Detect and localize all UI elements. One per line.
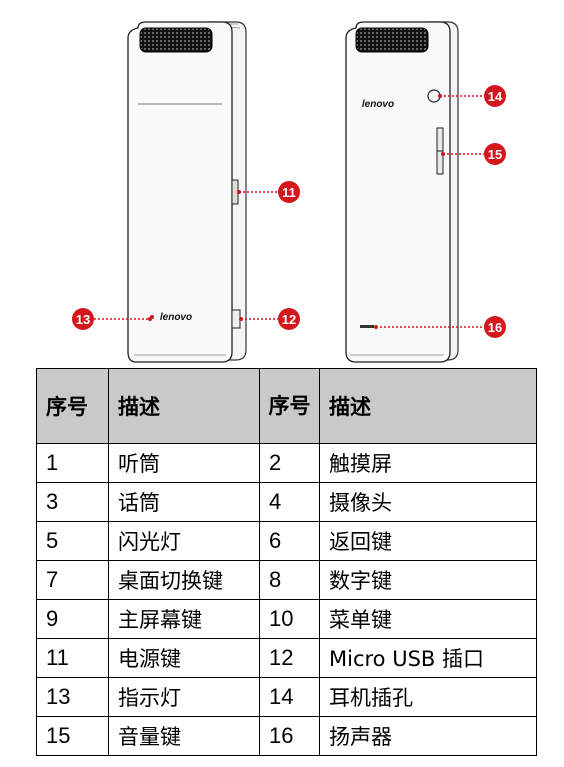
table-row: 15 音量键 16 扬声器 (36, 716, 537, 756)
header-number-2: 序号 (259, 368, 320, 444)
header-description-2: 描述 (319, 368, 537, 444)
row-description: 数字键 (319, 560, 537, 600)
callout-dots (148, 94, 445, 329)
callout-badge-12: 12 (278, 308, 300, 330)
row-description: 听筒 (108, 443, 260, 483)
callout-label-12: 12 (282, 312, 296, 327)
row-description: 返回键 (319, 521, 537, 561)
row-number: 9 (36, 599, 109, 639)
table-row: 13 指示灯 14 耳机插孔 (36, 677, 537, 717)
table-row: 7 桌面切换键 8 数字键 (36, 560, 537, 600)
table-row: 3 话筒 4 摄像头 (36, 482, 537, 522)
callout-label-14: 14 (488, 89, 503, 104)
row-number: 2 (259, 443, 320, 483)
row-number: 4 (259, 482, 320, 522)
header-number: 序号 (36, 368, 109, 444)
row-number: 16 (259, 716, 320, 756)
row-description: 耳机插孔 (319, 677, 537, 717)
right-phone-logo: lenovo (362, 99, 394, 110)
row-description: 摄像头 (319, 482, 537, 522)
callout-badge-13: 13 (72, 308, 94, 330)
row-description: 菜单键 (319, 599, 537, 639)
phone-diagram: lenovo lenovo (72, 21, 506, 363)
row-number: 10 (259, 599, 320, 639)
row-description: 主屏幕键 (108, 599, 260, 639)
row-description: 音量键 (108, 716, 260, 756)
row-description: Micro USB 插口 (319, 638, 537, 678)
row-description: 扬声器 (319, 716, 537, 756)
table-row: 5 闪光灯 6 返回键 (36, 521, 537, 561)
row-description: 话筒 (108, 482, 260, 522)
table-row: 9 主屏幕键 10 菜单键 (36, 599, 537, 639)
row-number: 11 (36, 638, 109, 678)
row-number: 6 (259, 521, 320, 561)
right-phone: lenovo (345, 21, 459, 363)
left-phone-logo: lenovo (160, 312, 192, 323)
callout-label-13: 13 (76, 312, 90, 327)
phone-illustration: lenovo lenovo (0, 0, 564, 370)
row-description: 闪光灯 (108, 521, 260, 561)
table-row: 11 电源键 12 Micro USB 插口 (36, 638, 537, 678)
header-description: 描述 (108, 368, 260, 444)
callout-badge-15: 15 (484, 143, 506, 165)
row-number: 15 (36, 716, 109, 756)
table-header-row: 序号 描述 序号 描述 (36, 368, 537, 444)
row-number: 3 (36, 482, 109, 522)
callout-leaders (94, 95, 484, 328)
row-number: 14 (259, 677, 320, 717)
callout-label-11: 11 (282, 185, 296, 200)
row-number: 12 (259, 638, 320, 678)
row-number: 7 (36, 560, 109, 600)
left-phone: lenovo (127, 21, 247, 363)
callout-badge-11: 11 (278, 181, 300, 203)
row-number: 8 (259, 560, 320, 600)
row-description: 电源键 (108, 638, 260, 678)
row-description: 指示灯 (108, 677, 260, 717)
table-row: 1 听筒 2 触摸屏 (36, 443, 537, 483)
callout-badge-16: 16 (484, 316, 506, 338)
row-description: 触摸屏 (319, 443, 537, 483)
callout-badge-14: 14 (484, 85, 506, 107)
callout-label-16: 16 (488, 320, 502, 335)
row-number: 5 (36, 521, 109, 561)
parts-table: 序号 描述 序号 描述 1 听筒 2 触摸屏 3 话筒 4 摄像头 5 闪光灯 (36, 368, 537, 756)
row-number: 1 (36, 443, 109, 483)
row-number: 13 (36, 677, 109, 717)
row-description: 桌面切换键 (108, 560, 260, 600)
callout-label-15: 15 (488, 147, 502, 162)
